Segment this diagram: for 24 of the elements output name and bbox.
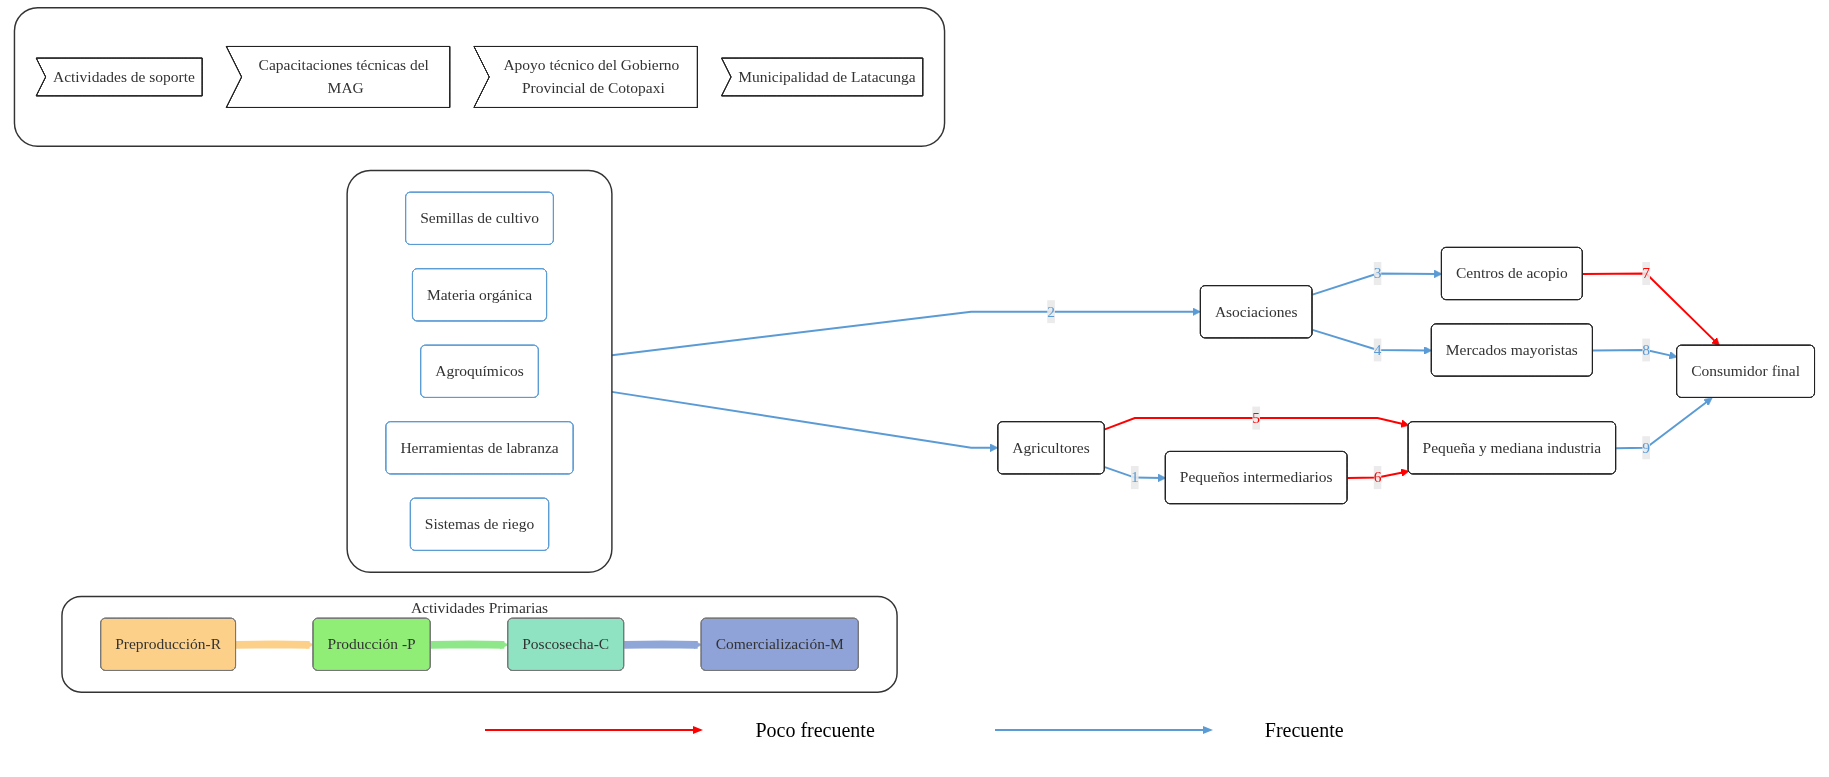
- edge-label: 7: [1642, 264, 1651, 282]
- cluster: [346, 169, 613, 573]
- edge-label: 5: [1252, 409, 1261, 426]
- arrow: [1591, 349, 1678, 360]
- arrow: [1311, 269, 1443, 296]
- arrow: [1581, 272, 1720, 347]
- arrow: [1615, 397, 1713, 450]
- edge-label: 3: [1373, 264, 1382, 282]
- arrow: [1103, 466, 1167, 483]
- edge-label: 6: [1373, 468, 1382, 486]
- legend-text: Poco frecuente: [755, 718, 875, 742]
- arrow: [1311, 328, 1433, 355]
- edge-label: 4: [1373, 341, 1382, 358]
- arrow: [624, 640, 702, 649]
- arrow: [236, 640, 314, 649]
- edge-label: 1: [1130, 468, 1139, 486]
- edge-label: 2: [1047, 303, 1055, 320]
- arrow: [1103, 417, 1410, 431]
- edge-label: 8: [1642, 341, 1651, 358]
- arrow: [430, 640, 509, 649]
- legend-text: Frecuente: [1264, 718, 1344, 742]
- cluster: [13, 7, 946, 147]
- arrow: [1346, 468, 1410, 479]
- edge-label: 9: [1642, 439, 1651, 456]
